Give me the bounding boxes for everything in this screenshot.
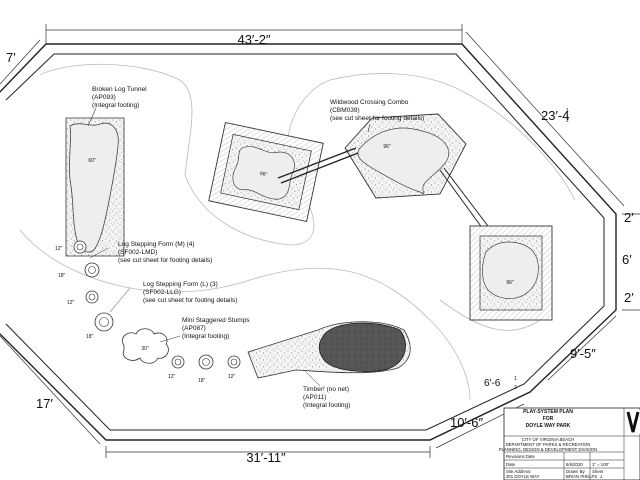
- timber-label-2: (AP011): [303, 394, 326, 401]
- tb-scale-value: 1" = 100': [592, 462, 609, 467]
- stepping-m-label-3: (see cut sheet for footing details): [118, 257, 212, 264]
- tb-drawn-label: Drawn By: [566, 469, 585, 474]
- stepping-l-label-1: Log Stepping Form (L) (3): [143, 281, 218, 288]
- log-tunnel-label-1: Broken Log Tunnel: [92, 86, 147, 93]
- crossing-combo-label-2: (CBM039): [330, 107, 360, 114]
- log-tunnel-label-2: (AP093): [92, 94, 116, 101]
- dim-top-left-corner: 7′: [6, 50, 16, 65]
- tb-date-label: Date: [506, 462, 516, 467]
- dim-top-right-frac-den: 2: [566, 118, 569, 124]
- dimension-lines: [0, 24, 640, 458]
- dim-bottom-right-corner: 10′-6″: [450, 415, 483, 430]
- dim-right-mid: 6′: [622, 252, 632, 267]
- tb-org-2: DEPARTMENT OF PARKS & RECREATION: [506, 442, 591, 447]
- stumps-size: 30": [141, 346, 149, 352]
- crossing-combo-label-1: Wildwood Crossing Combo: [330, 99, 409, 106]
- platform-right-height: 96": [506, 280, 514, 286]
- crossing-combo-height: 96": [383, 144, 391, 150]
- crossing-combo-label-3: (see cut sheet for footing details): [330, 115, 424, 122]
- tb-revision-label: Revisions Date: [506, 454, 536, 459]
- tb-title-3: DOYLE WAY PARK: [526, 423, 571, 429]
- step-size-2: 18": [58, 273, 66, 279]
- dim-right-bottom: 2′: [624, 290, 634, 305]
- stepping-forms: [73, 240, 114, 332]
- timber-label-1: Timber! (no net): [303, 386, 349, 393]
- platform-left-height: 96": [259, 171, 268, 178]
- city-logo-icon: [626, 410, 640, 434]
- log-tunnel-height: 60": [88, 158, 96, 164]
- step-size-4: 18": [86, 334, 94, 340]
- platform-right: 96": [469, 225, 553, 321]
- tb-title-2: FOR: [543, 416, 554, 422]
- tb-date-value: 5/6/2020: [566, 462, 583, 467]
- stumps-label-2: (AP087): [182, 325, 206, 332]
- stepping-m-label-1: Log Stepping Form (M) (4): [118, 241, 195, 248]
- log-tunnel-label-3: (Integral footing): [92, 102, 139, 109]
- dim-bottom-width: 31′-11″: [246, 450, 286, 465]
- step-size-3: 12": [67, 300, 75, 306]
- tb-org-3: PLANNING, DESIGN & DEVELOPMENT DIVISION: [499, 447, 598, 452]
- stepping-l-label-2: (SF002-LLG): [143, 289, 181, 296]
- timber-log: [247, 321, 411, 379]
- stepping-l-label-3: (see cut sheet for footing details): [143, 297, 237, 304]
- stump-size-2: 18": [198, 378, 206, 384]
- stumps-label-1: Mini Staggered Stumps: [182, 317, 250, 324]
- stump-size-3: 12": [228, 374, 236, 380]
- stumps: [171, 354, 241, 370]
- tb-sheet-label: Sheet: [592, 469, 604, 474]
- boundary-outline: [0, 43, 617, 441]
- dim-top-right-frac-num: 1: [566, 108, 569, 114]
- dim-bottom-right-small: 6′-6: [484, 378, 501, 389]
- staggered-stumps-cloud: 30": [122, 328, 169, 364]
- bridge-left: [277, 147, 359, 184]
- stump-size-1: 12": [168, 374, 176, 380]
- tb-title-1: PLAY-SYSTEM PLAN: [523, 409, 573, 415]
- dim-top-width: 43′-2″: [237, 32, 270, 47]
- broken-log-tunnel: 60": [65, 117, 125, 257]
- dim-bottom-right-diagonal: 9′-5″: [570, 346, 596, 361]
- dim-bottom-right-small-num: 1: [514, 376, 517, 382]
- bridge-right: [439, 167, 495, 237]
- tb-site-label: Site Address:: [506, 469, 531, 474]
- platform-left: 96": [208, 121, 324, 223]
- step-size-1: 12": [55, 246, 63, 252]
- planting-bed-outlines: [19, 63, 576, 401]
- tb-org-1: CITY OF VIRGINIA BEACH: [522, 437, 575, 442]
- timber-label-3: (Integral footing): [303, 402, 350, 409]
- tb-site-value: 301 DOYLE WAY: [506, 474, 540, 479]
- stumps-label-3: (Integral footing): [182, 333, 229, 340]
- dim-top-right-diagonal: 23′-4: [541, 108, 569, 123]
- dim-right-top: 2′: [624, 210, 634, 225]
- title-block: [503, 407, 640, 480]
- stepping-m-label-2: (SF002-LMD): [118, 249, 157, 256]
- tb-sheet-value: 1: [600, 474, 603, 479]
- tb-drawn-value: BRIAN PHELPS: [566, 474, 597, 479]
- dim-left-bottom: 17′: [36, 396, 53, 411]
- dim-bottom-right-small-den: 2: [514, 385, 517, 391]
- wildwood-crossing-combo: 96": [344, 113, 467, 199]
